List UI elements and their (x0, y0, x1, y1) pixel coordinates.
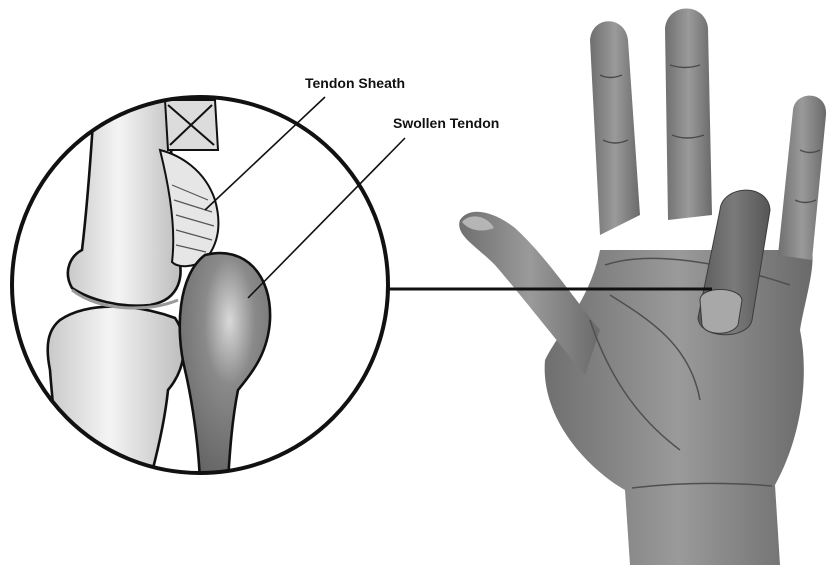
thumb (459, 212, 600, 375)
index-finger (590, 21, 640, 235)
cruciate-ligaments (165, 100, 218, 150)
swollen-tendon-label: Swollen Tendon (393, 115, 499, 131)
palm (545, 250, 813, 565)
middle-finger (665, 9, 712, 221)
ring-fingernail (700, 290, 742, 334)
tendon-sheath-label: Tendon Sheath (305, 75, 405, 91)
hand-illustration (459, 9, 826, 565)
little-finger (778, 96, 826, 260)
magnified-view (12, 90, 388, 480)
